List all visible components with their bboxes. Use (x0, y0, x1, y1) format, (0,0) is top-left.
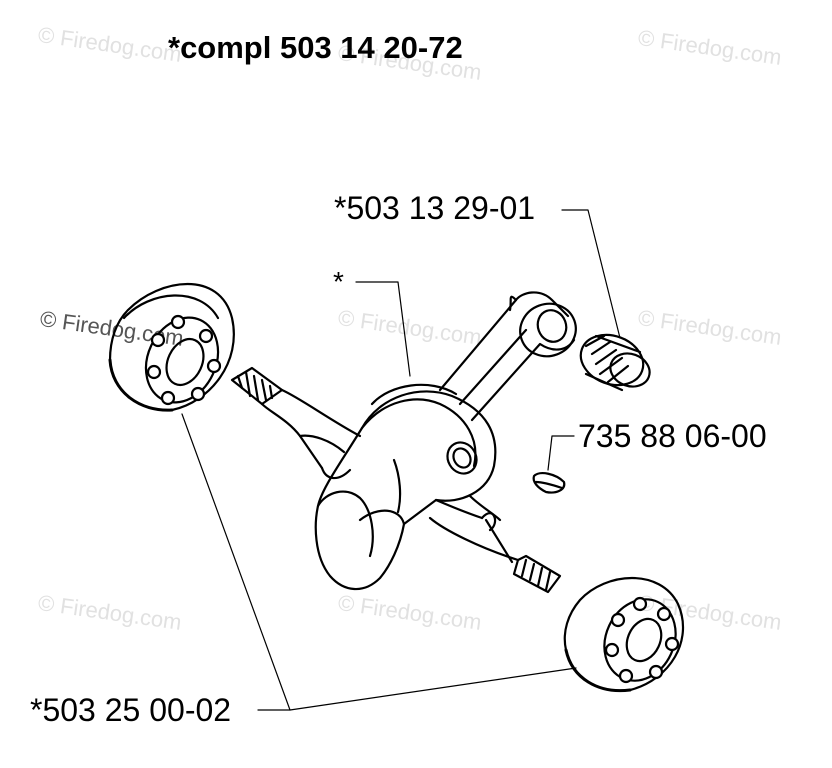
leader-lines (181, 209, 621, 711)
ball-bearing-part-number: *503 25 00-02 (30, 692, 232, 728)
connecting-rod (438, 291, 577, 422)
left-shaft (230, 366, 362, 480)
right-shaft (428, 494, 562, 594)
needle-bearing-part-number: *503 13 29-01 (334, 190, 536, 226)
crankshaft-marker: * (333, 266, 344, 297)
right-ball-bearing (563, 576, 684, 693)
woodruff-key (532, 472, 566, 494)
left-ball-bearing (108, 283, 235, 412)
needle-bearing (579, 333, 651, 392)
assembly-title: *compl 503 14 20-72 (168, 30, 463, 65)
crank-web (314, 383, 497, 591)
woodruff-key-part-number: 735 88 06-00 (578, 418, 767, 454)
